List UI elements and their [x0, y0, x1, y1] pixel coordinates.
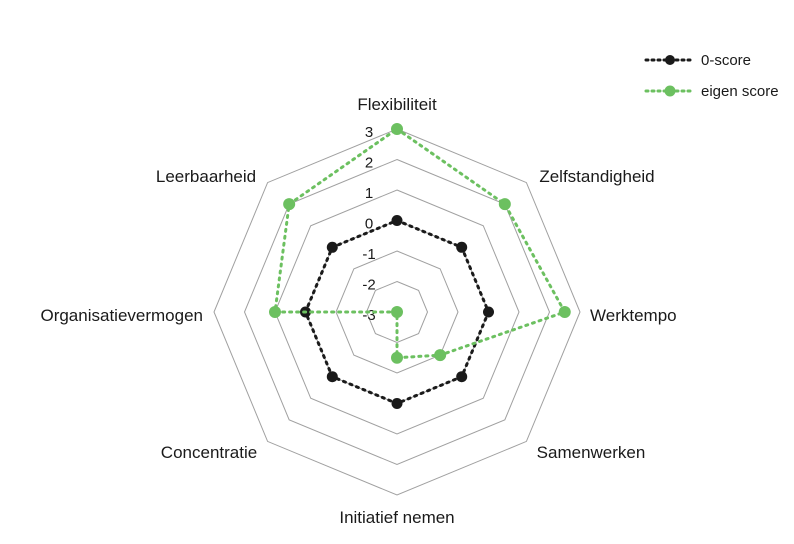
data-point — [283, 198, 296, 211]
data-point — [326, 371, 338, 383]
data-point — [456, 241, 468, 253]
grid-ring — [213, 128, 581, 496]
data-point — [391, 351, 403, 364]
grid-ring — [335, 250, 459, 374]
series-0-score — [300, 215, 494, 409]
axis-label-leerbaarheid: Leerbaarheid — [156, 167, 256, 186]
data-point — [391, 306, 403, 318]
data-point — [391, 123, 403, 135]
grid-ring — [243, 158, 551, 466]
axis-label-flexibiliteit: Flexibiliteit — [357, 95, 437, 114]
axis-labels: FlexibiliteitZelfstandigheidWerktempoSam… — [40, 95, 676, 527]
series-group — [269, 123, 571, 409]
grid-ring — [274, 189, 520, 435]
axis-label-organisatievermogen: Organisatievermogen — [40, 306, 203, 325]
legend-label-eigen-score: eigen score — [701, 83, 779, 100]
tick-label: 0 — [365, 216, 373, 233]
legend: 0-score eigen score — [644, 52, 779, 100]
data-point — [391, 215, 403, 226]
data-point — [326, 241, 338, 253]
data-point — [456, 371, 468, 383]
grid-ring — [365, 280, 429, 344]
data-point — [434, 349, 447, 362]
tick-label: 1 — [365, 185, 373, 202]
data-point — [391, 398, 403, 409]
legend-item-0-score: 0-score — [644, 52, 751, 69]
legend-marker-eigen-score — [664, 85, 676, 97]
axis-label-zelfstandigheid: Zelfstandigheid — [539, 167, 654, 186]
axis-label-initiatief-nemen: Initiatief nemen — [339, 508, 454, 527]
tick-label: 3 — [365, 124, 373, 141]
data-point — [269, 306, 281, 318]
axis-label-concentratie: Concentratie — [161, 443, 257, 462]
tick-label: 2 — [365, 155, 373, 172]
data-point — [558, 306, 571, 318]
tick-label: -3 — [362, 307, 375, 324]
legend-item-eigen-score: eigen score — [644, 83, 779, 100]
axis-label-werktempo: Werktempo — [590, 306, 677, 325]
tick-label: -2 — [362, 277, 375, 294]
axis-label-samenwerken: Samenwerken — [537, 443, 646, 462]
series-eigen-score — [269, 123, 571, 364]
tick-label: -1 — [362, 246, 375, 263]
legend-marker-0-score — [665, 55, 675, 65]
data-point — [483, 306, 494, 318]
data-point — [498, 198, 511, 211]
legend-label-0-score: 0-score — [701, 52, 751, 69]
